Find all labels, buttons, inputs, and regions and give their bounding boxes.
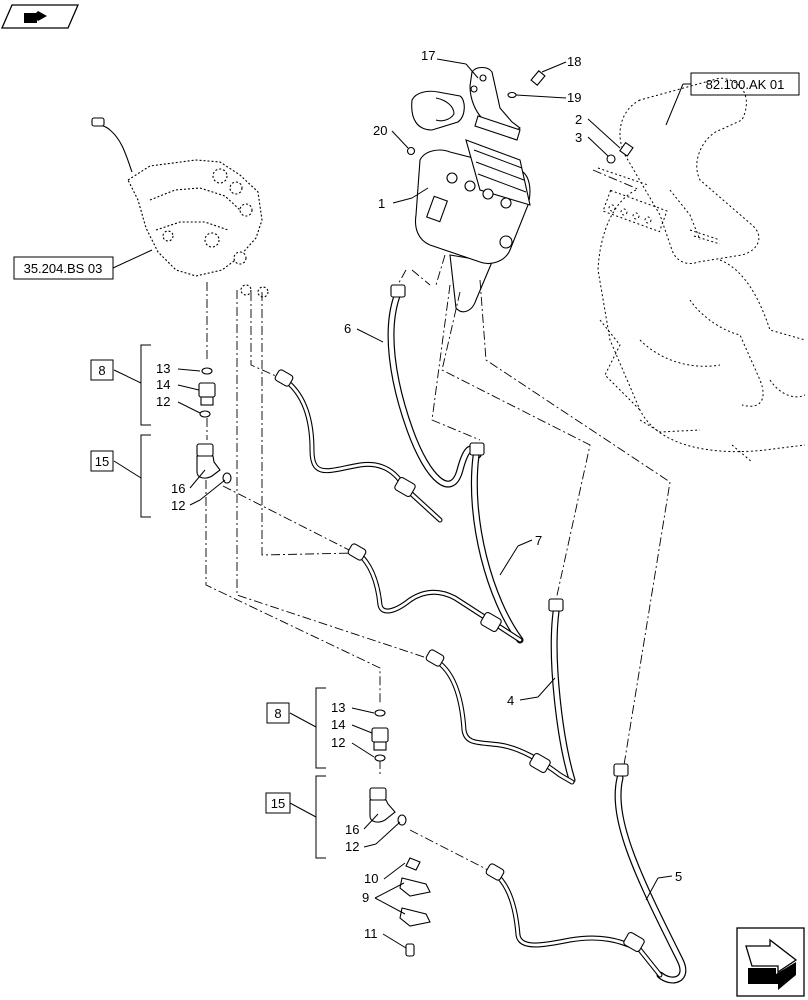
hose-5 bbox=[613, 763, 687, 984]
ref-box-82100[interactable]: 82.100.AK 01 bbox=[665, 72, 800, 126]
control-valve bbox=[91, 117, 269, 298]
next-page-arrow-icon[interactable] bbox=[736, 927, 805, 997]
callout-17: 17 bbox=[421, 48, 435, 63]
callout-10: 10 bbox=[364, 871, 378, 886]
callout-18: 18 bbox=[567, 54, 581, 69]
hose-clamp bbox=[399, 857, 431, 957]
callout-12-lower-a: 12 bbox=[331, 735, 345, 750]
kit-bracket-upper: 8 15 bbox=[90, 344, 151, 518]
mounting-bracket bbox=[411, 66, 521, 141]
callout-11: 11 bbox=[364, 926, 378, 941]
callout-4: 4 bbox=[507, 693, 514, 708]
callout-14-lower: 14 bbox=[331, 717, 345, 732]
callout-labels: 17 18 19 20 2 3 1 6 7 4 5 13 14 12 16 12… bbox=[156, 48, 682, 941]
fittings-upper bbox=[196, 367, 232, 484]
callout-16-lower: 16 bbox=[345, 822, 359, 837]
kit-ref-15-upper: 15 bbox=[95, 454, 109, 469]
callout-5: 5 bbox=[675, 869, 682, 884]
tube-d bbox=[485, 863, 663, 978]
tube-b bbox=[347, 543, 523, 643]
kit-ref-15-lower: 15 bbox=[271, 796, 285, 811]
kit-bracket-lower: 8 15 bbox=[265, 687, 326, 859]
callout-3: 3 bbox=[575, 130, 582, 145]
tube-a bbox=[274, 369, 443, 523]
callout-9: 9 bbox=[362, 890, 369, 905]
bolts-hardware bbox=[406, 70, 634, 164]
callout-12-upper-a: 12 bbox=[156, 394, 170, 409]
hose-6 bbox=[387, 284, 482, 488]
ref-35204-label: 35.204.BS 03 bbox=[24, 261, 103, 276]
leader-lines bbox=[177, 58, 673, 949]
callout-16-upper: 16 bbox=[171, 481, 185, 496]
callout-1: 1 bbox=[378, 196, 385, 211]
callout-14-upper: 14 bbox=[156, 377, 170, 392]
fittings-lower bbox=[369, 709, 407, 826]
loader-frame-outline bbox=[597, 77, 806, 463]
kit-ref-8-upper: 8 bbox=[98, 363, 105, 378]
ref-82100-label: 82.100.AK 01 bbox=[706, 77, 785, 92]
callout-19: 19 bbox=[567, 90, 581, 105]
ref-box-35204[interactable]: 35.204.BS 03 bbox=[13, 249, 153, 280]
hose-4 bbox=[548, 598, 576, 784]
binder-book-icon[interactable] bbox=[1, 4, 79, 29]
callout-13-upper: 13 bbox=[156, 361, 170, 376]
hose-7 bbox=[469, 442, 524, 644]
callout-12-lower-b: 12 bbox=[345, 839, 359, 854]
kit-ref-8-lower: 8 bbox=[274, 706, 281, 721]
connection-centerlines bbox=[205, 169, 671, 873]
callout-12-upper-b: 12 bbox=[171, 498, 185, 513]
callout-20: 20 bbox=[373, 123, 387, 138]
tube-c bbox=[425, 649, 575, 785]
hand-control-lever bbox=[414, 139, 531, 313]
callout-2: 2 bbox=[575, 112, 582, 127]
callout-13-lower: 13 bbox=[331, 700, 345, 715]
callout-6: 6 bbox=[344, 321, 351, 336]
callout-7: 7 bbox=[535, 533, 542, 548]
